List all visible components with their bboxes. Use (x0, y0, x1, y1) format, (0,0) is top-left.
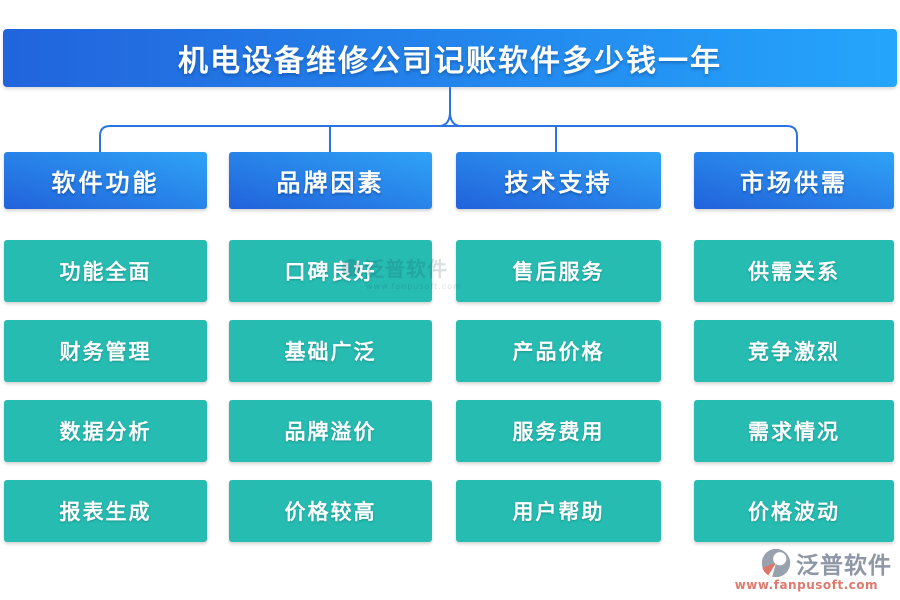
branch-item: 品牌溢价 (229, 400, 432, 462)
brand-logo: 泛普软件 www.fanpusoft.com (735, 546, 892, 592)
branch-header: 市场供需 (694, 152, 894, 209)
branch-item: 供需关系 (694, 240, 894, 302)
branch-item: 财务管理 (4, 320, 207, 382)
branch-header: 软件功能 (4, 152, 207, 209)
branch-item: 竞争激烈 (694, 320, 894, 382)
branch-item: 功能全面 (4, 240, 207, 302)
branch-column-market-supply-demand: 市场供需 供需关系 竞争激烈 需求情况 价格波动 (694, 152, 894, 552)
branch-item: 数据分析 (4, 400, 207, 462)
branch-item: 产品价格 (456, 320, 661, 382)
brand-logo-icon (761, 548, 791, 578)
branch-column-brand-factors: 品牌因素 口碑良好 基础广泛 品牌溢价 价格较高 (229, 152, 432, 552)
brand-logo-name: 泛普软件 (796, 553, 892, 579)
branch-header: 技术支持 (456, 152, 661, 209)
branch-item: 用户帮助 (456, 480, 661, 542)
branch-item: 基础广泛 (229, 320, 432, 382)
branch-item: 口碑良好 (229, 240, 432, 302)
branch-item: 服务费用 (456, 400, 661, 462)
branch-item: 售后服务 (456, 240, 661, 302)
branch-column-tech-support: 技术支持 售后服务 产品价格 服务费用 用户帮助 (456, 152, 661, 552)
branch-item: 需求情况 (694, 400, 894, 462)
page-title: 机电设备维修公司记账软件多少钱一年 (3, 29, 897, 87)
branch-item: 价格较高 (229, 480, 432, 542)
branch-header: 品牌因素 (229, 152, 432, 209)
branch-column-software-features: 软件功能 功能全面 财务管理 数据分析 报表生成 (4, 152, 207, 552)
branch-item: 报表生成 (4, 480, 207, 542)
branch-item: 价格波动 (694, 480, 894, 542)
brand-logo-url: www.fanpusoft.com (734, 578, 878, 592)
